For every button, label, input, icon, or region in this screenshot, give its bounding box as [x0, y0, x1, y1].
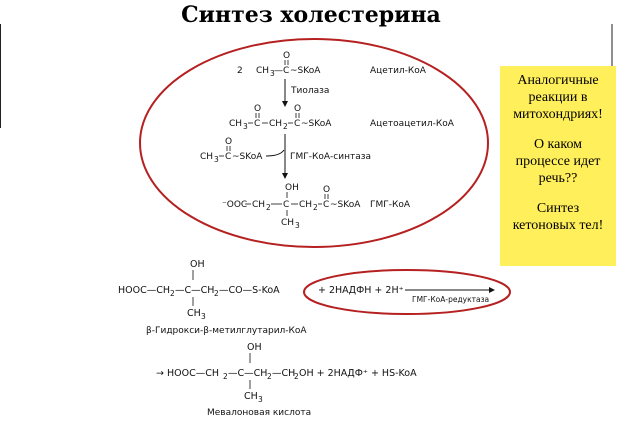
hmg-coa-label: ГМГ-КоА	[370, 200, 411, 210]
acac-ch2: CH	[269, 119, 282, 129]
mev-sub2c: 2	[294, 372, 299, 381]
lower-hmg-sub2a: 2	[170, 289, 175, 298]
acetyl-sub3: 3	[270, 69, 275, 78]
reagent-o: O	[225, 137, 232, 147]
cofactors-label: + 2НАДФН + 2H⁺	[318, 285, 404, 296]
mevalonate-name: Мевалоновая кислота	[207, 408, 311, 418]
mev-sub2a: 2	[223, 372, 228, 381]
acetyl-coa-reagent: CH 3 C O ~SKoA	[200, 137, 263, 164]
arrow-synthase-curve	[265, 149, 285, 157]
acetoacetyl-coa-structure: CH 3 C O CH 2 C O ~SKoA Ацетоацетил-КоА	[229, 104, 455, 131]
hmg-sub3: 3	[295, 221, 300, 230]
note-line-1b: реакции в	[528, 90, 588, 105]
hmg-sub2b: 2	[313, 203, 318, 212]
pathway-ellipse	[139, 38, 489, 248]
acac-sub3: 3	[243, 122, 248, 131]
lower-hmg-ch3: CH	[187, 308, 201, 319]
hmg-oh: OH	[285, 183, 299, 193]
arrow-thiolase-head	[282, 101, 288, 107]
reagent-skoa: ~SKoA	[232, 152, 263, 162]
hmg-o: O	[323, 185, 330, 195]
arrow-synthase-head	[282, 173, 288, 179]
lower-hmg-mid: —C—CH	[175, 285, 214, 296]
note-line-2b: процессе идет	[515, 154, 601, 169]
acac-c2: C	[294, 119, 300, 129]
lower-hmg-sub2b: 2	[214, 289, 219, 298]
hmg-coa-structure: OH ⁻OOC CH 2 C CH 2 C O ~SKoA CH 3 ГМГ-К…	[222, 183, 411, 230]
acac-ch: CH	[229, 119, 242, 129]
acetoacetyl-coa-label: Ацетоацетил-КоА	[370, 119, 455, 129]
hmg-c2: C	[323, 200, 329, 210]
lower-hmg-oh: OH	[190, 259, 205, 270]
acetyl-c: C	[283, 66, 289, 76]
page-title: Синтез холестерина	[181, 2, 441, 28]
note-line-1c: митохондриях!	[513, 107, 603, 122]
mev-sub3: 3	[258, 395, 263, 404]
mev-mid: —C—CH	[228, 368, 267, 379]
ketone-bodies-note: Аналогичные реакции в митохондриях! О ка…	[500, 66, 616, 266]
mev-sub2b: 2	[267, 372, 272, 381]
acac-o1: O	[254, 104, 261, 114]
mev-tail2: OH + 2НАДФ⁺ + HS-KoA	[299, 368, 417, 379]
note-line-3b: кетоновых тел!	[512, 218, 604, 233]
reagent-c: C	[225, 152, 231, 162]
reagent-ch: CH	[200, 152, 213, 162]
acetyl-o: O	[283, 51, 290, 61]
hmg-skoa: ~SKoA	[330, 200, 361, 210]
mev-formula: → HOOC—CH	[156, 368, 219, 379]
mev-ch3: CH	[244, 391, 258, 402]
mev-tail: —CH	[272, 368, 295, 379]
mevalonate-structure: OH → HOOC—CH 2 —C—CH 2 —CH 2 OH + 2НАДФ⁺…	[156, 342, 417, 418]
reductase-ellipse	[303, 269, 511, 315]
acetyl-skoa: ~SKoA	[290, 66, 321, 76]
acetyl-dash: —	[274, 66, 283, 76]
note-line-2a: О каком	[533, 137, 583, 152]
reductase-arrow-head	[489, 287, 495, 293]
acac-skoa: ~SKoA	[301, 119, 332, 129]
hmg-ch2a: CH	[252, 200, 265, 210]
mev-oh: OH	[247, 342, 262, 353]
hmg-coa-full-structure: OH HOOC—CH 2 —C—CH 2 —CO—S-KoA CH 3 β-Ги…	[118, 259, 307, 336]
reductase-label: ГМГ-КоА-редуктаза	[412, 295, 489, 304]
acac-c1: C	[254, 119, 260, 129]
acetyl-coa-structure: 2 CH 3 — C ~SKoA O Ацетил-КоА	[237, 51, 427, 78]
acetyl-coef: 2	[237, 66, 243, 76]
hmg-coa-synthase-label: ГМГ-КоА-синтаза	[290, 152, 371, 162]
hmg-sub2a: 2	[266, 203, 271, 212]
acetyl-ch: CH	[256, 66, 269, 76]
hmg-ch3: CH	[281, 218, 294, 228]
thiolase-label: Тиолаза	[290, 86, 329, 96]
note-line-3a: Синтез	[536, 201, 580, 216]
lower-hmg-formula: HOOC—CH	[118, 285, 170, 296]
note-line-1a: Аналогичные	[517, 73, 599, 88]
acetyl-coa-label: Ацетил-КоА	[370, 66, 427, 76]
acac-o2: O	[294, 104, 301, 114]
lower-hmg-name: β-Гидрокси-β-метилглутарил-КоА	[146, 326, 307, 336]
hmg-c: C	[283, 200, 289, 210]
reagent-sub3: 3	[214, 155, 219, 164]
lower-hmg-sub3: 3	[201, 312, 206, 321]
lower-hmg-tail: —CO—S-KoA	[219, 285, 280, 296]
acac-sub2: 2	[283, 122, 288, 131]
hmg-prefix: ⁻OOC	[222, 200, 247, 210]
note-line-2c: речь??	[538, 171, 578, 186]
hmg-ch2b: CH	[299, 200, 312, 210]
